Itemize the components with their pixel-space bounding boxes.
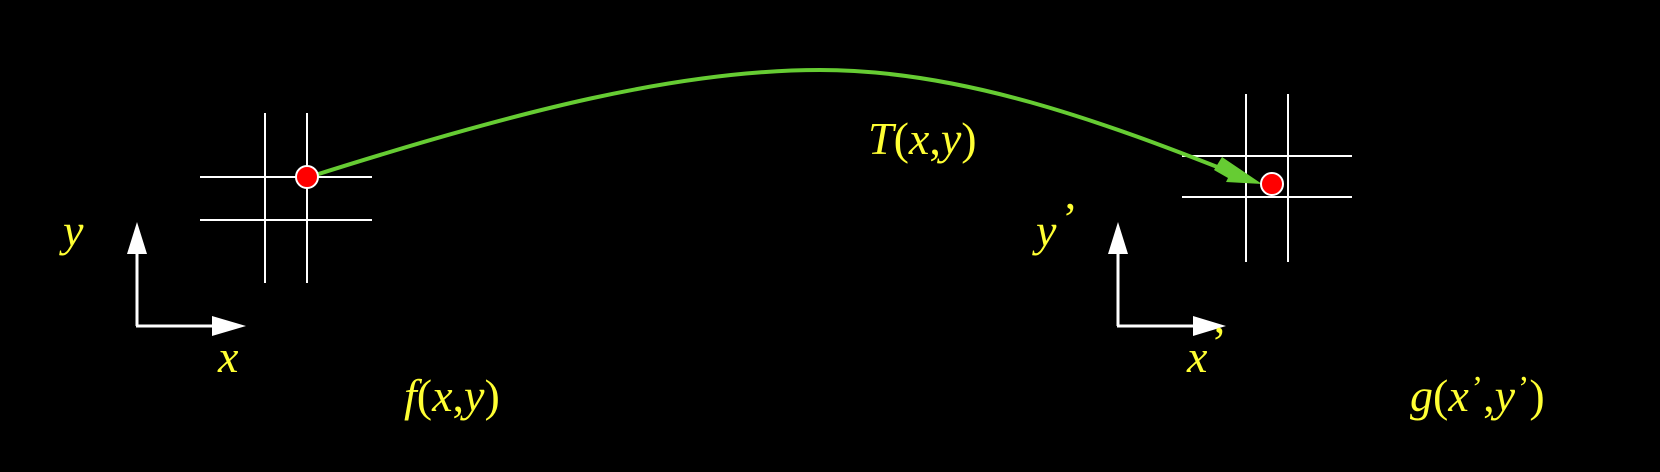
transform-arrow-curve xyxy=(308,67,1246,180)
source-func-close: ) xyxy=(484,370,499,421)
source-func-open: ( xyxy=(417,370,432,421)
target-point xyxy=(1260,172,1284,196)
source-func-comma: , xyxy=(453,370,465,421)
transform-arrow xyxy=(308,67,1262,184)
source-x-arrowhead-icon xyxy=(212,316,246,336)
transform-comma: , xyxy=(929,113,941,164)
target-func-x: x xyxy=(1447,370,1469,421)
target-func-y-prime: ’ xyxy=(1518,370,1529,407)
transform-y: y xyxy=(937,113,962,164)
target-func-open: ( xyxy=(1433,370,1448,421)
transform-close: ) xyxy=(961,113,976,164)
transform-name: T xyxy=(868,113,897,164)
target-y-label: y’ xyxy=(1032,193,1078,256)
source-function-label: f(x,y) xyxy=(404,370,500,421)
target-func-x-prime: ’ xyxy=(1472,370,1483,407)
source-axes xyxy=(127,222,246,336)
target-func-y: y xyxy=(1491,370,1516,421)
source-x-label: x xyxy=(217,331,239,382)
target-x-prime: ’ xyxy=(1211,317,1226,368)
source-grid xyxy=(200,113,372,283)
target-function-label: g(x’,y’) xyxy=(1410,370,1545,421)
target-func-close: ) xyxy=(1529,370,1544,421)
source-func-y: y xyxy=(460,370,485,421)
target-x-arrowhead-icon xyxy=(1193,316,1226,336)
target-func-name: g xyxy=(1410,370,1433,421)
source-func-x: x xyxy=(431,370,453,421)
transform-x: x xyxy=(908,113,930,164)
target-x-letter: x xyxy=(1186,331,1208,382)
target-y-arrowhead-icon xyxy=(1108,222,1128,254)
source-point xyxy=(295,165,319,189)
transform-open: ( xyxy=(894,113,909,164)
source-y-label: y xyxy=(59,205,84,256)
target-x-label: x’ xyxy=(1186,317,1227,382)
transform-label: T(x,y) xyxy=(868,113,977,164)
target-y-prime: ’ xyxy=(1062,193,1077,244)
target-axes xyxy=(1108,222,1226,336)
source-y-arrowhead-icon xyxy=(127,222,147,254)
target-y-letter: y xyxy=(1032,205,1057,256)
curved-arrow-icon xyxy=(1214,157,1262,184)
target-func-comma: , xyxy=(1483,370,1495,421)
